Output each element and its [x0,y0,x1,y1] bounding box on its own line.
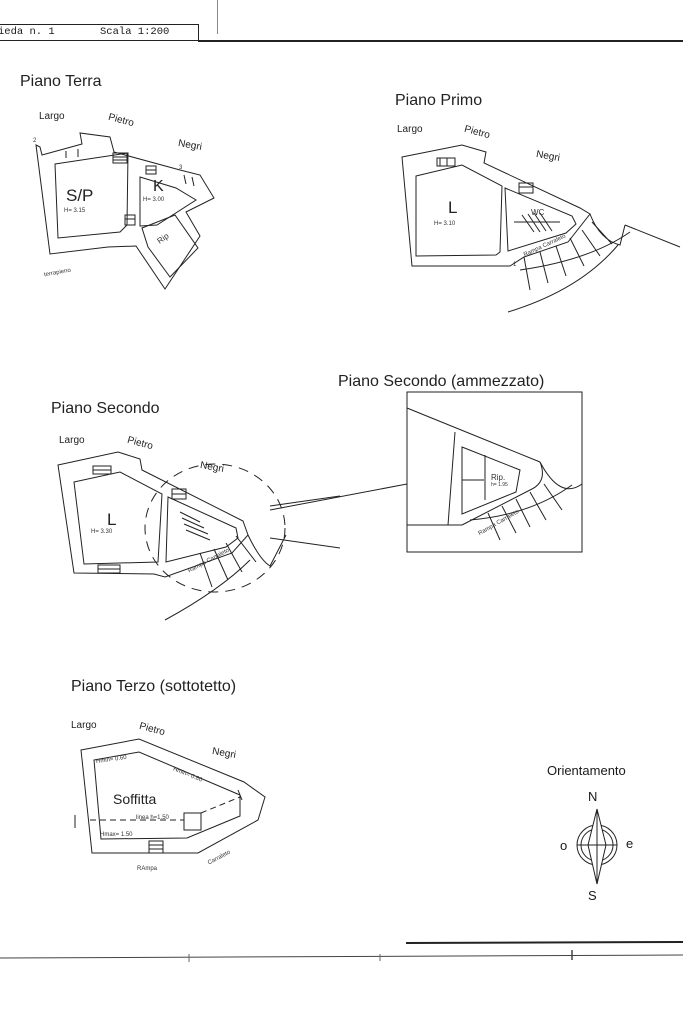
label-rampa: RAmpa [137,866,158,872]
room-label-soffitta: Soffitta [113,791,157,807]
floor-title-piano-secondo: Piano Secondo [51,400,160,417]
room-height-l-secondo: H= 3.30 [91,529,113,535]
street-label-largo: Largo [397,124,423,135]
header-vertical-rule [217,0,218,34]
room-label-rip-ammezzato: Rip. [491,473,506,482]
compass-west: o [560,838,568,853]
room-label-wc: WC [531,208,545,217]
floor-title-piano-primo: Piano Primo [395,92,483,109]
floor-title-piano-terra: Piano Terra [20,73,102,90]
marker-1: 1 [513,262,517,268]
street-label-largo: Largo [59,435,85,446]
compass-east: e [626,836,634,851]
room-height-l-primo: H= 3.10 [434,221,456,227]
compass-title: Orientamento [547,763,626,778]
marker-2: 2 [33,138,37,144]
compass-north: N [588,789,598,804]
floor-title-piano-terzo: Piano Terzo (sottotetto) [71,678,237,695]
sheet-header-box: ieda n. 1 Scala 1:200 [0,24,199,41]
annotation-hmax: Hmax= 1.50 [100,832,133,838]
room-label-k: K [153,178,164,195]
room-label-l-primo: L [448,198,458,217]
annotation-linea: linea h=1.50 [136,815,169,821]
street-label-largo: Largo [39,111,65,122]
scale-label: Scala 1:200 [100,26,170,38]
compass-south: S [588,888,597,903]
floor-title-piano-secondo-ammezzato: Piano Secondo (ammezzato) [338,373,545,390]
room-label-sp: S/P [66,186,94,205]
room-label-l-secondo: L [107,510,117,529]
room-height-k: H= 3.00 [143,197,165,203]
street-label-largo: Largo [71,720,97,731]
header-rule [198,40,683,42]
room-height-rip-ammezzato: h= 1.95 [491,482,508,488]
sheet-number: ieda n. 1 [0,26,55,38]
marker-3: 3 [179,165,183,171]
room-height-sp: H= 3.15 [64,208,86,214]
